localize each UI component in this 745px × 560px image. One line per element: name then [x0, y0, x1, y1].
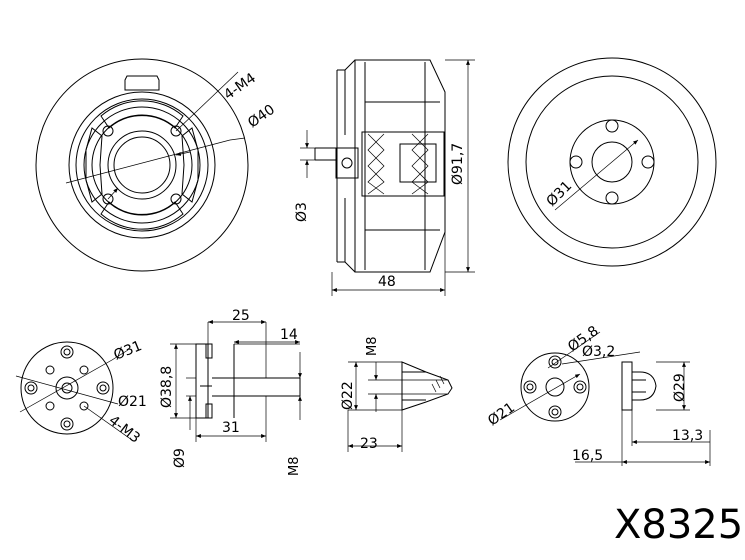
mount-side-view: [170, 320, 302, 442]
front-view: [35, 58, 249, 272]
len-48-label: 48: [378, 274, 396, 290]
prop-nut-view: [347, 361, 453, 452]
dia-31-mount-label: Ø31: [112, 338, 145, 364]
dia-9-label: Ø9: [172, 448, 188, 468]
dia-38-8-label: Ø38,8: [159, 366, 175, 408]
model-name: X8325: [614, 502, 743, 548]
len-14-label: 14: [280, 327, 298, 343]
dia-91-7-label: Ø91,7: [450, 143, 466, 185]
dia-31-back-label: Ø31: [544, 178, 576, 210]
dia-40-label: Ø40: [245, 102, 278, 132]
dia-3-2-label: Ø3,2: [582, 344, 615, 360]
thread-m8-nut-label: M8: [365, 337, 380, 357]
dia-21-mount-label: Ø21: [118, 394, 147, 410]
adapter-front-view: [499, 331, 641, 422]
holes-m3-label: 4-M3: [106, 413, 143, 447]
dia-3-label: Ø3: [294, 202, 310, 222]
len-31-label: 31: [222, 420, 240, 436]
dia-22-label: Ø22: [340, 381, 356, 410]
mount-holes-front-label: 4-M4: [221, 70, 259, 103]
dia-29-label: Ø29: [672, 373, 688, 402]
len-16-5-label: 16,5: [572, 448, 603, 464]
len-13-3-label: 13,3: [672, 428, 703, 444]
mount-front-view: [15, 341, 133, 441]
thread-m8-side-label: M8: [287, 457, 302, 477]
back-view: [507, 57, 717, 267]
dia-21-adapter-label: Ø21: [485, 400, 518, 430]
side-view: [300, 59, 475, 296]
adapter-side-view: [575, 361, 711, 466]
len-23-label: 23: [360, 436, 378, 452]
len-25-label: 25: [232, 308, 250, 324]
